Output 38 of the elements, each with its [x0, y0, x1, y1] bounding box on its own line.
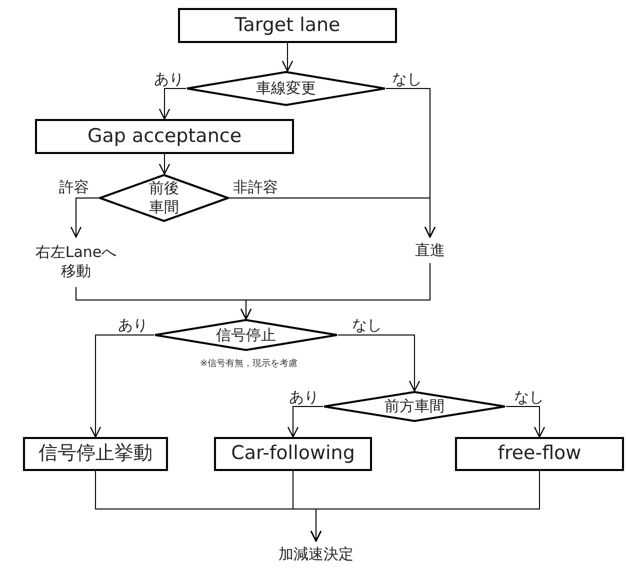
arrow — [287, 406, 324, 438]
node-label: 車線変更 — [256, 79, 316, 98]
node-label: 前方車間 — [384, 397, 444, 416]
node-label: 信号停止 — [216, 326, 276, 344]
arrow — [90, 334, 154, 438]
node-label: 右左Laneへ移動 — [34, 243, 118, 281]
arrow — [158, 88, 186, 120]
node-label: free-flow — [498, 442, 582, 466]
node-label: 信号停止挙動 — [38, 442, 152, 466]
process-box — [35, 119, 294, 154]
node-label: 前後車間 — [148, 179, 180, 217]
arrow — [506, 406, 546, 438]
node-label: 加減速決定 — [278, 544, 354, 564]
arrow — [338, 334, 420, 392]
arrow — [282, 42, 294, 72]
note-text: ※信号有無，現示を考慮 — [200, 358, 298, 370]
edge-label: 許容 — [59, 179, 89, 196]
decision-diamond — [186, 71, 386, 106]
edge-label: なし — [352, 317, 382, 334]
arrow — [310, 470, 540, 542]
process-box — [214, 437, 372, 471]
arrow — [70, 198, 100, 238]
arrow — [228, 198, 436, 238]
node-label: Target lane — [234, 14, 340, 38]
arrow — [240, 262, 430, 320]
edge-label: なし — [514, 388, 544, 405]
node-label: Gap acceptance — [87, 124, 242, 148]
decision-diamond — [323, 391, 506, 422]
decision-diamond — [154, 319, 338, 351]
process-box — [23, 437, 168, 471]
arrow — [158, 154, 170, 175]
process-box — [178, 8, 397, 43]
node-label: 直進 — [415, 240, 445, 260]
node-label: Car-following — [231, 442, 355, 466]
edge-label: 非許容 — [233, 179, 278, 196]
decision-diamond — [99, 174, 229, 222]
edge-label: なし — [392, 70, 422, 87]
process-box — [455, 437, 624, 471]
